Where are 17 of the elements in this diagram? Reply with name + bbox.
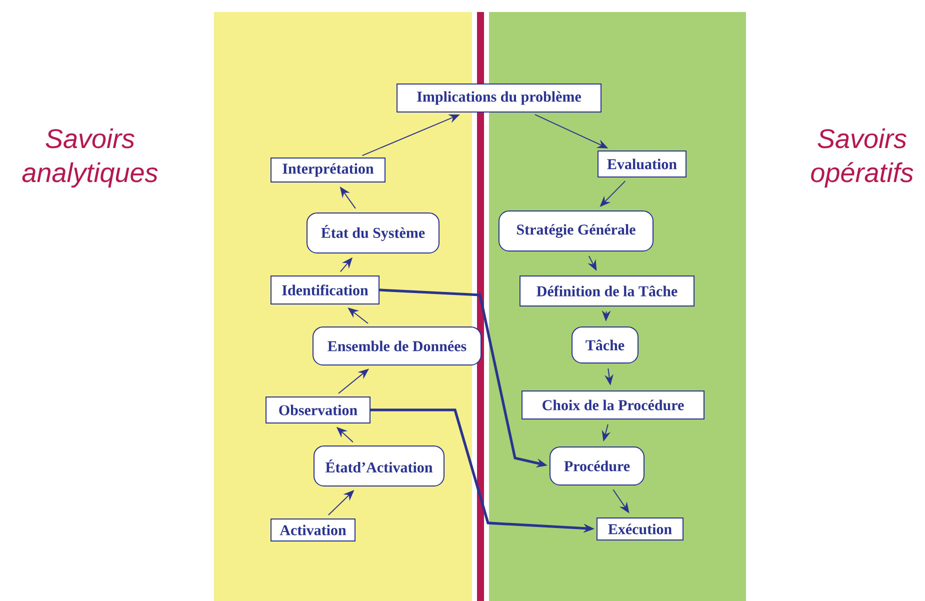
process-box: Définition de la Tâche <box>520 275 694 306</box>
process-box: Activation <box>270 518 356 542</box>
side-heading: Savoirs opératifs <box>811 128 914 188</box>
rounded-box: Ensemble de Données <box>312 326 482 366</box>
side-heading: Savoirs analytiques <box>22 128 158 188</box>
process-box: Evaluation <box>598 150 686 178</box>
rounded-box: Stratégie Générale <box>498 210 654 252</box>
process-box: Interprétation <box>270 157 386 182</box>
rounded-box: Procédure <box>550 446 644 486</box>
process-box: Observation <box>266 396 370 424</box>
process-box: Identification <box>270 275 380 304</box>
rounded-box: État du Système <box>306 212 440 254</box>
process-box: Exécution <box>596 517 684 540</box>
process-box: Choix de la Procédure <box>522 390 704 420</box>
rounded-box: Tâche <box>572 326 638 364</box>
rounded-box: Étatd’Activation <box>314 445 444 486</box>
process-box: Implications du problème <box>396 84 602 112</box>
